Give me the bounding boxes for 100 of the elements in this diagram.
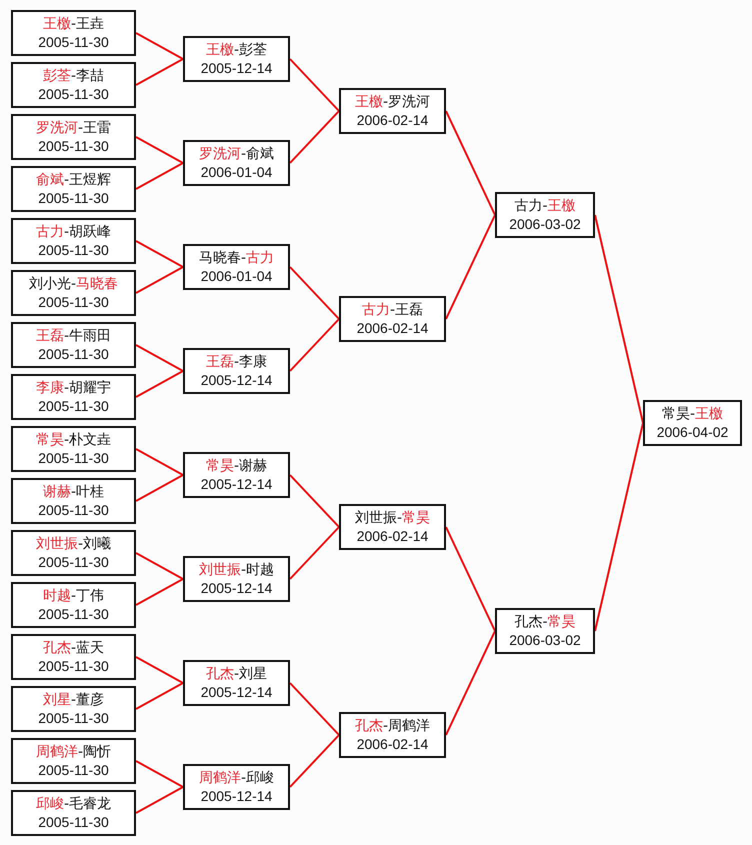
match-players: 谢赫-叶桂 [42,483,104,501]
bracket-line [289,318,340,372]
bracket-line [136,240,184,268]
match-box [11,218,136,264]
match-players: 罗洗河-俞斌 [198,145,274,163]
bracket-line [136,136,184,164]
match-players: 常昊-谢赫 [206,457,268,475]
bracket-line [445,526,496,632]
match-players: 古力-王檄 [514,197,576,215]
match-date: 2005-12-14 [200,683,272,701]
match-box [11,530,136,576]
match-box [11,426,136,472]
match-date: 2006-01-04 [200,267,272,285]
match-box [183,140,290,186]
match-date: 2005-11-30 [38,241,109,259]
match-box [183,348,290,394]
bracket-line [136,344,184,372]
match-box [183,452,290,498]
match-players: 孔杰-刘星 [206,665,268,683]
match-box [11,322,136,368]
match-box [183,244,290,290]
match-date: 2006-01-04 [200,163,272,181]
match-date: 2005-11-30 [38,553,109,571]
match-date: 2005-12-14 [200,475,272,493]
match-players: 王檄-罗洗河 [354,93,430,111]
match-date: 2006-02-14 [356,735,428,753]
match-players: 常昊-朴文垚 [36,431,112,449]
match-players: 时越-丁伟 [42,587,104,605]
match-players: 俞斌-王煜辉 [36,171,112,189]
bracket-line [136,448,184,476]
bracket-line [445,214,496,320]
bracket-line [289,734,340,788]
bracket-line [136,266,184,294]
match-box [339,296,446,342]
match-box [11,478,136,524]
bracket-line [136,58,184,86]
match-players: 周鹤洋-陶忻 [36,743,112,761]
match-players: 刘星-董彦 [42,691,104,709]
match-date: 2005-11-30 [38,449,109,467]
match-players: 王磊-牛雨田 [36,327,112,345]
match-players: 刘世振-时越 [198,561,274,579]
match-players: 孔杰-蓝天 [42,639,104,657]
bracket-line [136,370,184,398]
match-box [183,660,290,706]
match-box [643,400,742,446]
match-date: 2005-11-30 [38,33,109,51]
match-date: 2005-11-30 [38,293,109,311]
bracket-line [289,682,340,736]
match-box [495,192,595,238]
match-date: 2005-12-14 [200,787,272,805]
match-box [11,686,136,732]
bracket-line [289,110,340,164]
bracket-line [289,266,340,320]
match-date: 2005-12-14 [200,371,272,389]
match-players: 常昊-王檄 [662,405,724,423]
bracket-line [289,474,340,528]
match-players: 古力-胡跃峰 [36,223,112,241]
bracket-line [136,578,184,606]
bracket-line [136,656,184,684]
match-box [339,712,446,758]
match-date: 2005-11-30 [38,345,109,363]
match-box [339,504,446,550]
match-box [11,738,136,784]
match-box [11,10,136,56]
match-date: 2005-11-30 [38,709,109,727]
match-date: 2006-02-14 [356,319,428,337]
bracket-line [136,552,184,580]
match-box [339,88,446,134]
bracket-line [136,162,184,190]
match-date: 2006-03-02 [509,631,581,649]
bracket-line [136,786,184,814]
match-date: 2005-11-30 [38,137,109,155]
bracket-line [136,682,184,710]
match-players: 周鹤洋-邱峻 [198,769,274,787]
bracket-line [136,760,184,788]
match-players: 孔杰-周鹤洋 [354,717,430,735]
match-box [11,634,136,680]
match-date: 2005-11-30 [38,813,109,831]
match-date: 2006-02-14 [356,111,428,129]
bracket-line [289,526,340,580]
match-players: 马晓春-古力 [198,249,274,267]
match-box [11,270,136,316]
match-date: 2005-12-14 [200,59,272,77]
match-players: 邱峻-毛睿龙 [36,795,112,813]
bracket-line [136,474,184,502]
match-date: 2005-11-30 [38,189,109,207]
match-date: 2006-03-02 [509,215,581,233]
match-box [11,790,136,836]
match-box [11,114,136,160]
match-players: 古力-王磊 [362,301,424,319]
match-date: 2005-11-30 [38,85,109,103]
match-box [183,764,290,810]
match-box [183,556,290,602]
match-date: 2005-11-30 [38,605,109,623]
match-players: 孔杰-常昊 [514,613,576,631]
match-date: 2005-12-14 [200,579,272,597]
match-players: 刘世振-刘曦 [36,535,112,553]
match-players: 彭荃-李喆 [42,67,104,85]
bracket-line [445,630,496,736]
match-date: 2005-11-30 [38,397,109,415]
